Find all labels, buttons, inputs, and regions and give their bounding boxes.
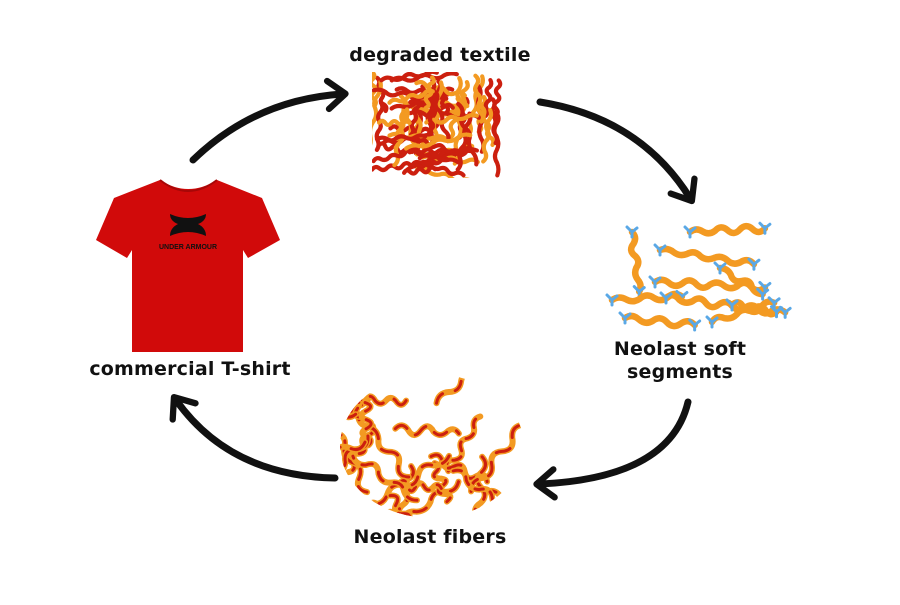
textile-strand bbox=[417, 138, 463, 156]
end-group-icon bbox=[767, 296, 781, 310]
textile-strand bbox=[492, 78, 503, 118]
end-group-icon bbox=[758, 221, 772, 235]
fiber-strand bbox=[468, 421, 524, 495]
tshirt-logo-text: UNDER ARMOUR bbox=[159, 244, 217, 251]
end-group-icon bbox=[618, 311, 632, 325]
arrow-degraded-to-soft-segments bbox=[536, 98, 698, 205]
end-group-icon bbox=[605, 293, 619, 307]
end-group-icon bbox=[659, 291, 673, 305]
tshirt-body bbox=[96, 180, 280, 352]
soft-segment-chain bbox=[627, 228, 644, 295]
textile-strand bbox=[372, 79, 383, 146]
fiber-strand bbox=[340, 375, 365, 420]
textile-strand bbox=[492, 110, 501, 178]
degraded-textile-image bbox=[372, 72, 503, 178]
fiber-core bbox=[469, 423, 524, 493]
arrow-tshirt-to-degraded bbox=[189, 77, 349, 164]
soft-segment-chain bbox=[728, 299, 780, 318]
textile-strand bbox=[427, 93, 437, 132]
textile-strand bbox=[424, 112, 479, 125]
end-group-icon bbox=[683, 225, 697, 239]
end-group-icon bbox=[713, 261, 727, 275]
textile-strand bbox=[473, 73, 486, 124]
fiber-strand bbox=[340, 406, 359, 421]
soft-segment-chain bbox=[656, 245, 758, 268]
textile-strand bbox=[408, 98, 422, 137]
textile-strand bbox=[404, 132, 473, 151]
fiber-core bbox=[351, 454, 419, 502]
arrow-soft-segments-to-fibers bbox=[533, 398, 692, 501]
fiber-core bbox=[432, 461, 452, 504]
fiber-core bbox=[340, 440, 367, 473]
fiber-core bbox=[451, 468, 520, 518]
textile-strand bbox=[404, 146, 461, 165]
neolast-soft-segments-image bbox=[605, 221, 792, 332]
commercial-tshirt-label: commercial T-shirt bbox=[89, 358, 291, 380]
textile-strand bbox=[423, 75, 436, 110]
textile-strand bbox=[483, 78, 494, 118]
end-group-icon bbox=[747, 257, 761, 271]
fiber-core bbox=[353, 394, 408, 407]
textile-strand bbox=[393, 100, 409, 150]
end-group-icon bbox=[625, 225, 639, 239]
neolast-soft-segments-label: Neolast soft segments bbox=[613, 338, 747, 383]
fiber-strand bbox=[443, 413, 484, 475]
neolast-fibers-image bbox=[340, 374, 524, 518]
end-group-icon bbox=[705, 315, 719, 329]
fiber-core bbox=[473, 455, 488, 518]
textile-strand bbox=[374, 133, 428, 143]
textile-strand bbox=[374, 100, 385, 152]
degraded-textile-label: degraded textile bbox=[349, 44, 531, 66]
soft-segment-chain bbox=[686, 222, 769, 237]
fiber-core bbox=[393, 423, 461, 437]
textile-strand bbox=[372, 161, 413, 173]
end-group-icon bbox=[653, 243, 667, 257]
fiber-strand bbox=[433, 374, 502, 407]
fiber-core bbox=[370, 454, 451, 506]
soft-segment-chain bbox=[716, 264, 766, 298]
fiber-core bbox=[445, 415, 482, 473]
textile-strand bbox=[387, 88, 435, 105]
textile-strand bbox=[377, 118, 412, 128]
textile-strand bbox=[402, 165, 438, 176]
end-group-icon bbox=[756, 287, 770, 301]
end-group-icon bbox=[688, 318, 702, 332]
end-group-icon bbox=[725, 298, 739, 312]
fiber-core bbox=[386, 480, 460, 518]
arrow-fibers-to-tshirt bbox=[169, 393, 339, 482]
fiber-core bbox=[340, 416, 369, 494]
textile-strand bbox=[389, 72, 459, 83]
tshirt-icon: UNDER ARMOUR bbox=[96, 179, 280, 352]
end-group-icon bbox=[769, 305, 783, 319]
under-armour-logo-icon bbox=[170, 214, 206, 236]
fiber-core bbox=[340, 408, 358, 419]
fiber-strand bbox=[482, 487, 524, 518]
textile-strand bbox=[372, 148, 415, 164]
textile-strand bbox=[481, 108, 494, 164]
end-group-icon bbox=[648, 275, 662, 289]
fiber-core bbox=[388, 494, 422, 518]
neolast-fibers-label: Neolast fibers bbox=[353, 526, 507, 548]
textile-strand bbox=[455, 111, 473, 172]
soft-segment-chain bbox=[621, 312, 698, 330]
